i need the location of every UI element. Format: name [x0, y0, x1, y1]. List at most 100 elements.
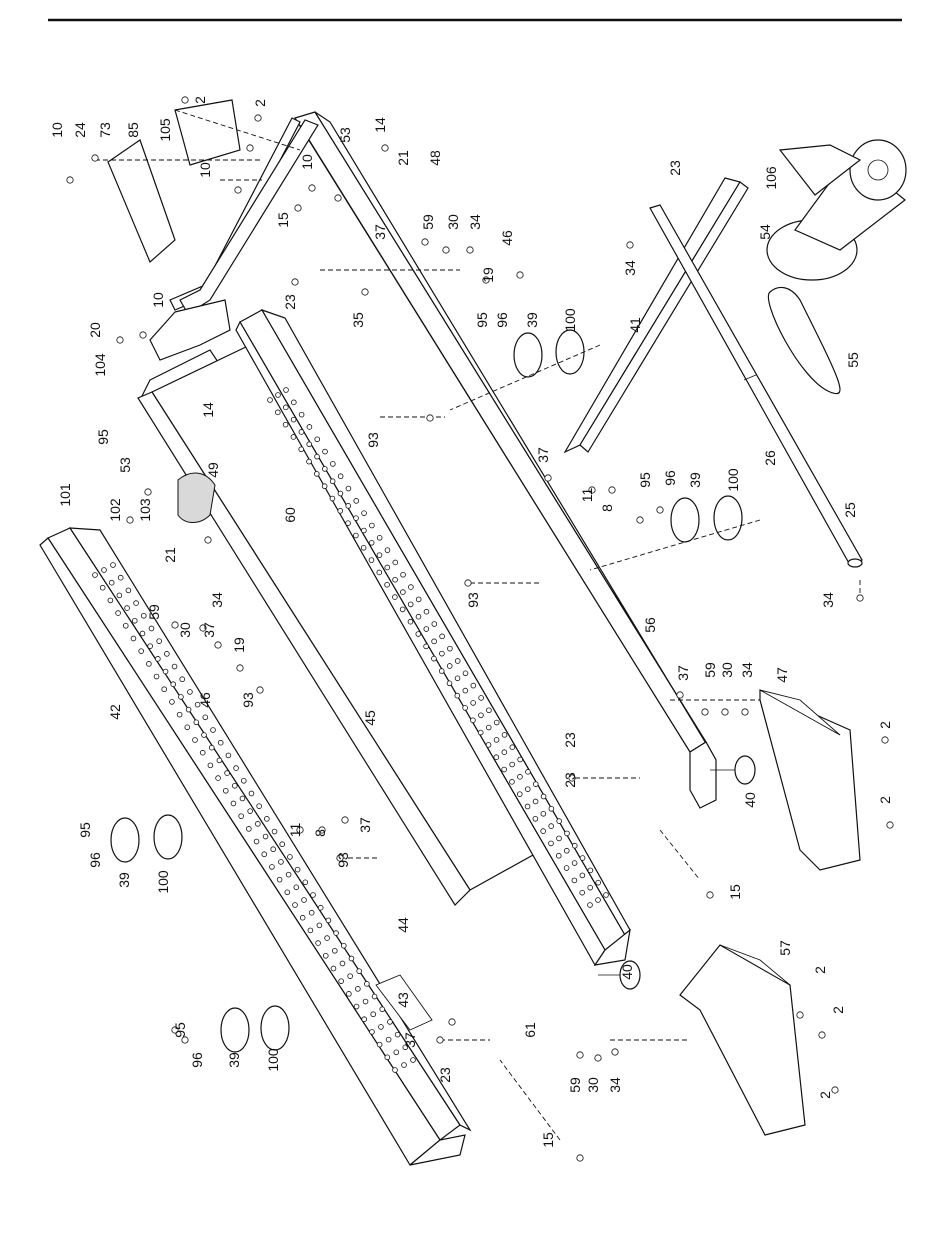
perforation	[153, 673, 160, 680]
perforation	[532, 798, 539, 805]
perforation	[147, 643, 153, 649]
perforation	[230, 800, 237, 807]
callout-37: 37	[357, 817, 373, 833]
perforation	[438, 668, 445, 674]
callout-30: 30	[585, 1077, 601, 1093]
perforation	[431, 638, 437, 645]
perforation	[275, 409, 281, 416]
callout-96: 96	[494, 312, 510, 328]
callout-10: 10	[150, 292, 166, 308]
perforation	[139, 630, 146, 637]
perforation	[99, 584, 106, 591]
perforation	[194, 701, 201, 708]
perforation	[322, 448, 328, 455]
fastener-58	[181, 1036, 189, 1044]
perforation	[493, 719, 500, 726]
perforation	[462, 687, 469, 694]
perforation	[423, 643, 429, 650]
perforation	[329, 495, 336, 502]
perforation	[384, 547, 391, 553]
callout-105: 105	[157, 118, 173, 142]
perforation	[393, 1049, 400, 1056]
perforation	[310, 892, 316, 898]
perforation	[556, 818, 562, 824]
perforation	[540, 810, 547, 817]
perforation	[385, 1036, 392, 1043]
callout-46: 46	[197, 692, 213, 708]
perforation	[171, 663, 178, 670]
perforation	[431, 655, 437, 662]
perforation	[337, 508, 344, 514]
callout-59: 59	[702, 662, 718, 678]
perforation	[525, 769, 531, 775]
callout-30: 30	[719, 662, 735, 678]
perforation	[368, 540, 375, 546]
perforation	[501, 732, 508, 738]
fastener-45	[341, 816, 349, 824]
callout-53: 53	[117, 457, 133, 473]
perforation	[247, 808, 253, 814]
fastener-18	[291, 278, 299, 286]
callout-34: 34	[820, 592, 836, 608]
callout-37: 37	[402, 1032, 418, 1048]
perforation	[298, 429, 305, 435]
perforation	[392, 1067, 398, 1073]
callout-37: 37	[201, 622, 217, 638]
fastener-9	[294, 204, 302, 212]
fastener-5	[234, 186, 242, 194]
perforation	[524, 803, 531, 810]
perforation	[509, 744, 516, 750]
perforation	[555, 852, 562, 859]
pulley-set-4	[220, 1005, 290, 1053]
perforation	[368, 557, 375, 563]
perforation	[361, 510, 367, 516]
callout-59: 59	[567, 1077, 583, 1093]
perforation	[470, 700, 476, 706]
perforation	[146, 661, 152, 667]
motor	[766, 139, 907, 281]
perforation	[185, 706, 192, 713]
perforation	[321, 483, 328, 490]
callout-95: 95	[172, 1022, 188, 1038]
perforation	[470, 717, 476, 724]
perforation	[306, 441, 313, 448]
callout-14: 14	[200, 402, 216, 418]
perforation	[307, 927, 314, 934]
perforation	[285, 871, 292, 878]
warning-labels	[375, 974, 433, 1031]
perforation	[486, 707, 492, 714]
perforation	[376, 535, 383, 541]
callout-23: 23	[667, 160, 683, 176]
perforation	[347, 973, 353, 979]
perforation	[379, 1006, 386, 1013]
fastener-43	[296, 826, 304, 834]
callout-93: 93	[465, 592, 481, 608]
callout-25: 25	[842, 502, 858, 518]
perforation	[155, 656, 161, 662]
fastener-11	[442, 246, 450, 254]
callout-46: 46	[499, 230, 515, 246]
perforation	[376, 569, 383, 576]
perforation	[317, 904, 324, 911]
callout-37: 37	[675, 665, 691, 681]
perforation	[532, 781, 539, 787]
callout-34: 34	[739, 662, 755, 678]
perforation	[369, 1029, 375, 1035]
perforation	[402, 1044, 409, 1051]
fastener-22	[126, 516, 134, 524]
fastener-16	[139, 331, 147, 339]
callout-11: 11	[579, 488, 595, 503]
fastener-4	[246, 144, 254, 152]
callout-11: 11	[287, 823, 303, 838]
callout-30: 30	[177, 622, 193, 638]
rear-crossbar	[563, 177, 749, 454]
perforation	[446, 663, 453, 669]
perforation	[563, 865, 570, 871]
perforation	[571, 860, 578, 866]
perforation	[306, 424, 313, 430]
fastener-30	[171, 621, 179, 629]
callout-47: 47	[774, 667, 790, 683]
callout-100: 100	[562, 308, 578, 332]
perforation	[322, 466, 328, 472]
perforation	[548, 840, 554, 847]
